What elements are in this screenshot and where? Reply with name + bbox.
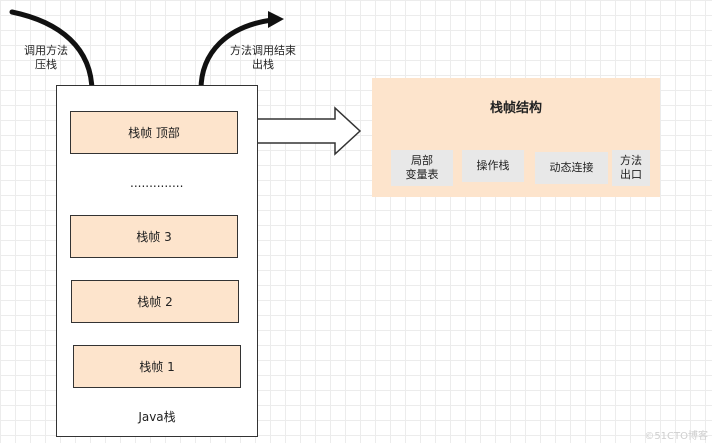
stack-frame-1: 栈帧 1 [73, 345, 241, 388]
push-label: 调用方法 压栈 [24, 44, 68, 71]
watermark: ©51CTO博客 [644, 431, 708, 442]
stack-frame-3: 栈帧 3 [70, 215, 238, 258]
pop-arrowhead [268, 11, 284, 28]
part-dynamic-linking: 动态连接 [535, 152, 608, 184]
pop-arrow [198, 17, 275, 95]
stack-frame-top: 栈帧 顶部 [70, 111, 238, 154]
stack-ellipsis: .............. [130, 176, 184, 190]
push-arrow [9, 9, 95, 95]
part-method-exit: 方法 出口 [612, 150, 650, 186]
java-stack-label: Java栈 [138, 410, 176, 424]
frame-structure-panel: 栈帧结构 局部 变量表 操作栈 动态连接 方法 出口 [372, 78, 660, 197]
part-local-variables: 局部 变量表 [391, 150, 453, 186]
frame-structure-title: 栈帧结构 [489, 101, 542, 116]
expand-arrow [244, 106, 362, 156]
pop-label: 方法调用结束 出栈 [230, 44, 296, 71]
stack-frame-2: 栈帧 2 [71, 280, 239, 323]
part-operand-stack: 操作栈 [462, 150, 524, 182]
